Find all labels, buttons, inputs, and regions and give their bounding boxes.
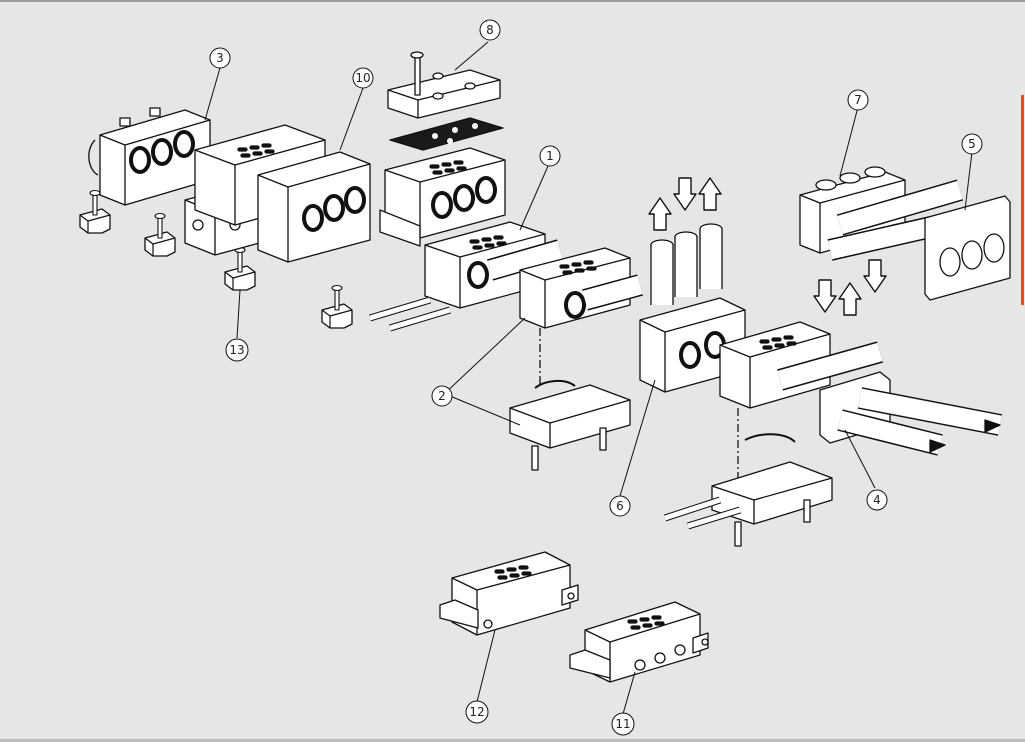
flow-arrows-center — [648, 177, 722, 231]
callout-5: 5 — [961, 133, 983, 155]
end-plate-part-5 — [924, 195, 1011, 301]
callout-13: 13 — [225, 338, 249, 362]
flow-arrows-right — [813, 259, 887, 316]
clamp-b — [144, 212, 176, 257]
svg-text:2: 2 — [438, 389, 446, 403]
subbase-under-part-2 — [509, 328, 631, 471]
svg-text:6: 6 — [616, 499, 624, 513]
cover-plate-part-8 — [387, 51, 501, 119]
valve-block-upper — [379, 147, 506, 247]
base-block-part-12 — [439, 551, 579, 636]
svg-text:7: 7 — [854, 93, 862, 107]
valve-block-part-10 — [194, 124, 371, 263]
valve-part-1 — [368, 221, 564, 332]
callout-3: 3 — [209, 47, 231, 69]
svg-text:3: 3 — [216, 51, 224, 65]
callout-8: 8 — [479, 19, 501, 41]
clamp-part-13 — [224, 246, 256, 291]
svg-text:12: 12 — [469, 705, 484, 719]
svg-text:10: 10 — [355, 71, 370, 85]
valve-block-right — [719, 321, 883, 478]
svg-text:1: 1 — [546, 149, 554, 163]
callout-2: 2 — [431, 385, 453, 407]
inlet-block-part-7 — [799, 166, 964, 261]
end-module-part-4 — [819, 371, 1003, 456]
callout-10: 10 — [352, 67, 374, 89]
valve-part-2 — [519, 247, 643, 329]
svg-text:8: 8 — [486, 23, 494, 37]
svg-text:13: 13 — [229, 343, 244, 357]
clamp-c — [321, 284, 353, 329]
svg-text:11: 11 — [615, 717, 630, 731]
end-plate-part-3 — [88, 107, 211, 206]
callout-4: 4 — [866, 489, 888, 511]
callout-7: 7 — [847, 89, 869, 111]
callout-1: 1 — [539, 145, 561, 167]
callout-12: 12 — [465, 700, 489, 724]
edge-accent-bar — [1021, 95, 1024, 305]
subbase-right — [663, 433, 833, 547]
svg-text:4: 4 — [873, 493, 881, 507]
callout-leaders — [204, 41, 973, 715]
callout-6: 6 — [609, 495, 631, 517]
gasket-black — [389, 117, 504, 151]
svg-text:5: 5 — [968, 137, 976, 151]
base-block-part-11 — [569, 601, 709, 683]
top-border — [0, 0, 1025, 2]
callout-11: 11 — [611, 712, 635, 736]
bottom-border — [0, 739, 1025, 742]
callouts: 3 10 8 1 2 6 7 5 4 13 12 11 — [209, 19, 983, 736]
